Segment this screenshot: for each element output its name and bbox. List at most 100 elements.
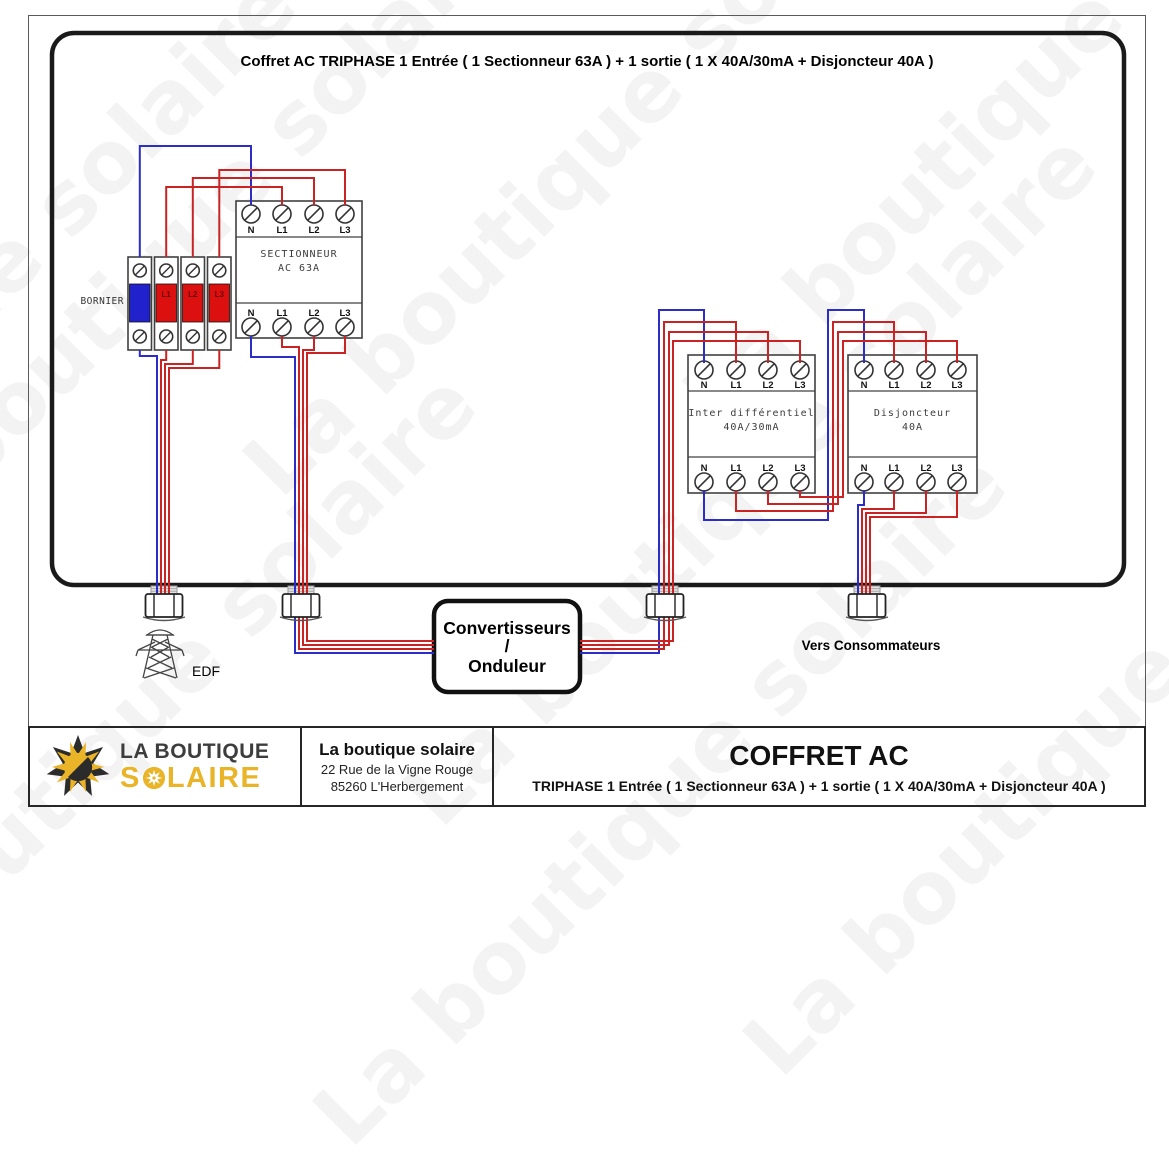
terminal-screw [241, 204, 261, 224]
terminal-screw [790, 360, 810, 380]
cable-gland-collar [287, 585, 315, 595]
terminal-screw [884, 360, 904, 380]
bornier-terminal-block: BORNIER L1 L2 L3 [80, 256, 232, 351]
sectionneur-box [235, 200, 363, 339]
wire-neutral-disjoncteur-to-consumers [857, 490, 865, 606]
sun-o-icon [142, 766, 165, 790]
wire-l3-disjoncteur-to-consumers [869, 490, 958, 606]
cable-gland [279, 593, 323, 622]
wire-neutral-converter-to-interdiff [580, 309, 705, 654]
terminal-label: L3 [951, 463, 962, 474]
terminal-screw [272, 204, 292, 224]
terminal-screw [854, 360, 874, 380]
terminal-label: L1 [276, 308, 288, 319]
terminal-screw [304, 204, 324, 224]
wire-neutral-bornier-to-edf [138, 350, 158, 606]
terminal-screw [272, 317, 292, 337]
terminal-screw [335, 317, 355, 337]
bornier-l1-label: L1 [162, 290, 172, 299]
wiring-diagram-canvas: Coffret AC TRIPHASE 1 Entrée ( 1 Section… [49, 30, 1127, 695]
company-address-line2: 85260 L'Herbergement [330, 778, 464, 794]
cable-gland [142, 593, 186, 622]
bornier-l2-body [182, 283, 204, 323]
edf-label: EDF [192, 663, 220, 679]
terminal-screw [185, 263, 201, 278]
terminal-screw [916, 360, 936, 380]
logo-wordmark: LA BOUTIQUE S LAIRE [120, 741, 269, 793]
bornier-l3-label: L3 [215, 290, 225, 299]
bornier-l2-label: L2 [188, 290, 198, 299]
logo-line1: LA BOUTIQUE [120, 739, 270, 763]
terminal-label: L2 [762, 463, 773, 474]
wire-l2-sectionneur-to-converter [302, 336, 434, 646]
terminal-label: L2 [308, 225, 319, 236]
terminal-screw [758, 472, 778, 492]
wiring [138, 145, 958, 654]
converter-label-line3: Onduleur [468, 656, 546, 676]
wire-l2-bornier-to-edf [164, 350, 194, 606]
terminal-screw [132, 263, 148, 278]
wire-l3-bornier-to-sectionneur [218, 169, 346, 257]
logo-line2-rest: LAIRE [166, 761, 262, 794]
wire-l3-sectionneur-to-converter [306, 336, 434, 642]
terminal-screw [758, 360, 778, 380]
terminal-screw [158, 263, 174, 278]
wire-l1-sectionneur-to-converter [281, 336, 434, 650]
terminal-screw [947, 472, 967, 492]
cable-gland [643, 593, 687, 622]
terminal-label: N [861, 463, 868, 474]
terminal-label: L2 [762, 380, 773, 391]
wire-l1-converter-to-interdiff [580, 321, 737, 650]
diagram-title: Coffret AC TRIPHASE 1 Entrée ( 1 Section… [241, 53, 934, 70]
sectionneur-name: SECTIONNEUR [260, 249, 337, 260]
terminal-screw [726, 472, 746, 492]
wire-neutral-sectionneur-to-converter [250, 336, 434, 654]
terminal-label: L2 [308, 308, 319, 319]
terminal-label: L3 [339, 308, 350, 319]
terminal-label: L1 [276, 225, 288, 236]
inter-differentiel-name: Inter différentiel [688, 407, 814, 419]
disjoncteur-rating: 40A [902, 422, 923, 433]
terminal-screw [916, 472, 936, 492]
terminal-label: L3 [794, 380, 805, 391]
document-title: COFFRET AC [729, 739, 909, 771]
terminal-screw [158, 329, 174, 344]
wire-l2-converter-to-interdiff [580, 331, 769, 646]
terminal-label: N [248, 308, 255, 319]
terminal-screw [132, 329, 148, 344]
sun-logo-icon [46, 734, 110, 796]
terminal-screw [790, 472, 810, 492]
converter-label-line2: / [505, 636, 510, 656]
bornier-neutral-body [129, 283, 151, 323]
inter-differentiel-component: N L1 L2 L3 Inter différentiel 40A/30mA N… [687, 354, 816, 494]
wire-l1-interdiff-to-disjoncteur [735, 321, 895, 512]
wire-l3-bornier-to-edf [168, 350, 221, 606]
bornier-label: BORNIER [80, 296, 124, 307]
wire-l1-bornier-to-edf [160, 350, 168, 606]
disjoncteur-component: N L1 L2 L3 Disjoncteur 40A N L1 L2 L3 [847, 354, 978, 494]
terminal-label: L3 [951, 380, 962, 391]
wire-neutral-bornier-to-sectionneur [138, 145, 252, 257]
terminal-screw [185, 329, 201, 344]
terminal-screw [884, 472, 904, 492]
converter-label-line1: Convertisseurs [443, 618, 571, 638]
sectionneur-component: N L1 L2 L3 SECTIONNEUR AC 63A N L1 L2 L3 [235, 200, 363, 339]
terminal-screw [335, 204, 355, 224]
terminal-label: L3 [794, 463, 805, 474]
terminal-screw [212, 329, 227, 344]
company-address-cell: La boutique solaire 22 Rue de la Vigne R… [302, 728, 494, 805]
terminal-label: L3 [339, 225, 350, 236]
bornier-l3-body [208, 283, 230, 323]
converter-box: Convertisseurs / Onduleur [431, 598, 583, 695]
bornier-l1-body [155, 283, 177, 323]
document-title-cell: COFFRET AC TRIPHASE 1 Entrée ( 1 Section… [494, 728, 1144, 805]
sectionneur-rating: AC 63A [278, 263, 320, 274]
converter-box-outline [431, 598, 583, 695]
terminal-label: L1 [730, 463, 742, 474]
terminal-label: L2 [920, 380, 931, 391]
wire-neutral-interdiff-to-disjoncteur [703, 309, 865, 521]
terminal-label: L1 [888, 463, 900, 474]
terminal-label: L1 [888, 380, 900, 391]
company-name: La boutique solaire [319, 739, 475, 759]
